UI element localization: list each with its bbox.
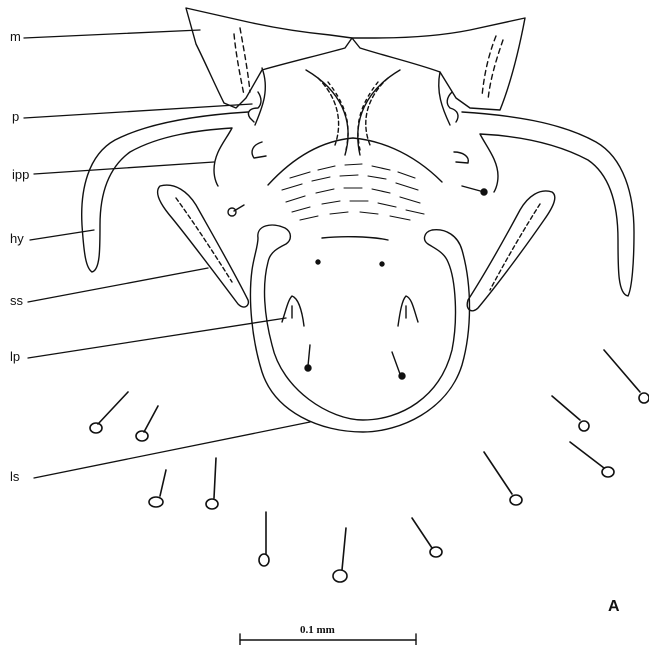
labial-palp-left (282, 296, 304, 326)
label-lp: lp (10, 350, 20, 363)
plate-seta-left (305, 345, 311, 371)
seta-right-small (462, 186, 487, 195)
hypopharynx-texture (282, 164, 424, 220)
hook-right (454, 152, 468, 163)
mandible-left (186, 8, 352, 108)
premandible-left (248, 92, 261, 122)
leader-lines (24, 30, 310, 478)
premandible-right (447, 92, 458, 122)
scale-bar-label: 0.1 mm (300, 624, 335, 636)
seta-left-small (228, 205, 244, 216)
mandible-right (352, 18, 525, 110)
hypostomal-arm-left (82, 112, 248, 272)
head-capsule (255, 68, 450, 185)
label-m: m (10, 30, 21, 43)
hook-left (252, 142, 266, 158)
suspensory-sclerite-left (158, 185, 249, 307)
label-p: p (12, 110, 19, 123)
suspensory-sclerite-right (467, 191, 555, 311)
plate-seta-right (392, 352, 405, 379)
leader-hy (30, 230, 94, 240)
leader-m (24, 30, 200, 38)
labial-plate (250, 225, 469, 432)
label-ipp: ipp (12, 168, 29, 181)
label-hy: hy (10, 232, 24, 245)
label-ls: ls (10, 470, 19, 483)
leader-ipp (34, 162, 214, 174)
labial-palp-right (398, 296, 418, 326)
label-ss: ss (10, 294, 23, 307)
panel-letter: A (608, 598, 620, 616)
leader-ls (34, 422, 310, 478)
leader-p (24, 104, 252, 118)
labral-setae (90, 350, 649, 582)
leader-ss (28, 268, 208, 302)
leader-lp (28, 318, 286, 358)
